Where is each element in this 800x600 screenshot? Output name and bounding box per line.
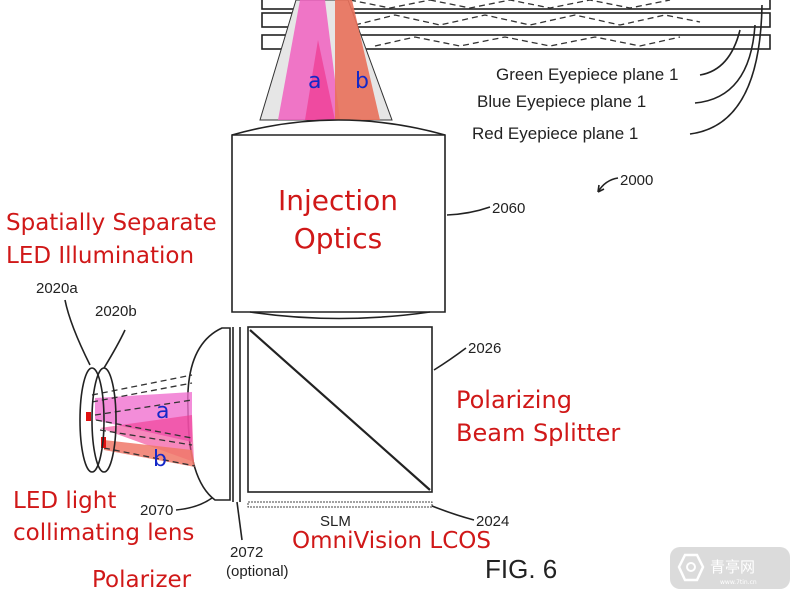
slm-label: SLM [320, 513, 351, 530]
watermark: 青亭网 www.7tin.cn [670, 547, 790, 589]
beam-a-label: a [308, 69, 321, 94]
beam-a-label-2: a [156, 399, 169, 424]
eyepiece-labels: Green Eyepiece plane 1 Blue Eyepiece pla… [472, 4, 763, 143]
injection-optics-label-1: Injection [278, 184, 398, 217]
ref-2000: 2000 [620, 172, 653, 189]
ref-2020b: 2020b [95, 303, 137, 320]
watermark-url: www.7tin.cn [720, 579, 757, 586]
blue-plane-label: Blue Eyepiece plane 1 [477, 92, 646, 111]
spatial-label-1: Spatially Separate [6, 210, 217, 236]
led-label-2: collimating lens [13, 520, 194, 546]
ref-2024: 2024 [476, 513, 509, 530]
beam-b-label: b [355, 69, 369, 94]
pbs-label-1: Polarizing [456, 386, 572, 414]
ref-2060: 2060 [492, 200, 525, 217]
red-plane-label: Red Eyepiece plane 1 [472, 124, 638, 143]
pbs-label-2: Beam Splitter [456, 419, 620, 447]
spatial-label-2: LED Illumination [6, 243, 194, 269]
eyepiece-plates [261, 0, 771, 50]
lcos-label: OmniVision LCOS [292, 528, 491, 554]
watermark-brand: 青亭网 [710, 558, 755, 576]
ref-2070: 2070 [140, 502, 173, 519]
led-label-1: LED light [13, 488, 116, 514]
ref-2072: 2072 [230, 544, 263, 561]
injection-optics-label-2: Optics [294, 222, 383, 255]
polarizer [232, 327, 243, 541]
arrow-icon [597, 177, 619, 193]
ref-2020a: 2020a [36, 280, 78, 297]
polarizer-label: Polarizer [92, 567, 192, 593]
collimating-lens [186, 327, 231, 501]
ref-2026: 2026 [468, 340, 501, 357]
figure-label: FIG. 6 [485, 554, 557, 584]
green-plane-label: Green Eyepiece plane 1 [496, 65, 678, 84]
input-beams: a b [79, 367, 196, 473]
polarizing-beam-splitter [247, 326, 433, 508]
optional-label: (optional) [226, 563, 289, 580]
beam-b-label-2: b [153, 447, 167, 472]
output-beams: a b [259, 0, 393, 121]
injection-optics: Injection Optics [231, 119, 446, 320]
